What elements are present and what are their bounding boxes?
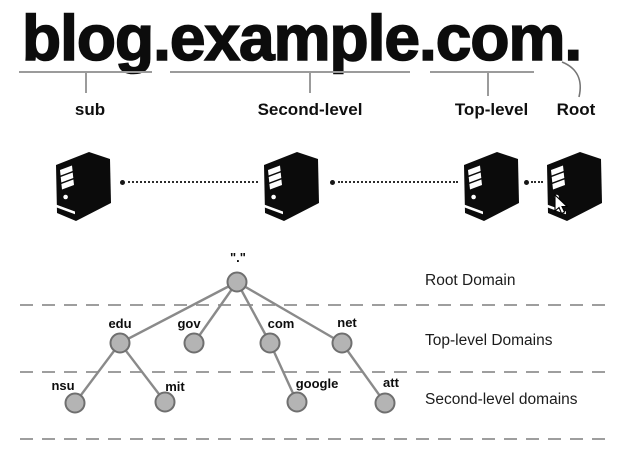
node-label-att: att	[383, 375, 399, 390]
second-level-bracket-line	[170, 71, 410, 73]
segment-label-root: Root	[556, 100, 596, 119]
tree-node-gov	[183, 332, 205, 354]
dotted-connector	[128, 181, 258, 183]
edge-com-google	[268, 342, 299, 403]
connector-dot	[524, 180, 529, 185]
dns-tree-graphic	[20, 271, 607, 440]
tree-node-google	[286, 391, 308, 413]
node-label-root: "."	[230, 250, 246, 265]
edge-edu-nsu	[74, 342, 121, 404]
tree-node-nsu	[64, 392, 86, 414]
top-level-bracket-line	[430, 71, 534, 73]
server-icon	[53, 149, 113, 223]
node-label-gov: gov	[177, 316, 201, 331]
dotted-connector	[531, 181, 543, 183]
level-label-second-level-domains: Second-level domains	[425, 391, 578, 408]
segment-label-second-level: Second-level	[257, 100, 363, 119]
segment-label-sub: sub	[74, 100, 106, 119]
tree-node-mit	[154, 391, 176, 413]
domain-name-title: blog.example.com.	[21, 1, 583, 75]
edge-root-edu	[119, 280, 238, 345]
node-label-google: google	[295, 376, 339, 391]
server-icon	[261, 149, 321, 223]
node-label-com: com	[267, 316, 295, 331]
tree-node-edu	[109, 332, 131, 354]
sub-bracket-tick	[85, 71, 87, 93]
tree-node-root	[226, 271, 248, 293]
connector-dot	[330, 180, 335, 185]
dotted-connector	[338, 181, 458, 183]
edge-root-com	[235, 281, 272, 344]
node-label-net: net	[337, 315, 357, 330]
connector-dot	[120, 180, 125, 185]
second-level-bracket-tick	[309, 71, 311, 93]
node-label-edu: edu	[108, 316, 132, 331]
edge-edu-mit	[119, 342, 166, 403]
tree-node-att	[374, 392, 396, 414]
cursor-icon	[554, 194, 569, 215]
top-level-bracket-tick	[487, 71, 489, 96]
level-label-top-level-domains: Top-level Domains	[425, 332, 553, 349]
edge-net-att	[341, 342, 386, 404]
server-icon	[461, 149, 521, 223]
node-label-nsu: nsu	[51, 378, 75, 393]
level-label-root-domain: Root Domain	[425, 272, 516, 289]
tree-node-com	[259, 332, 281, 354]
segment-label-top-level: Top-level	[454, 100, 529, 119]
root-pointer-curve	[561, 61, 581, 98]
edge-root-gov	[193, 281, 238, 344]
tree-node-net	[331, 332, 353, 354]
edge-root-net	[236, 280, 343, 345]
node-label-mit: mit	[165, 379, 185, 394]
